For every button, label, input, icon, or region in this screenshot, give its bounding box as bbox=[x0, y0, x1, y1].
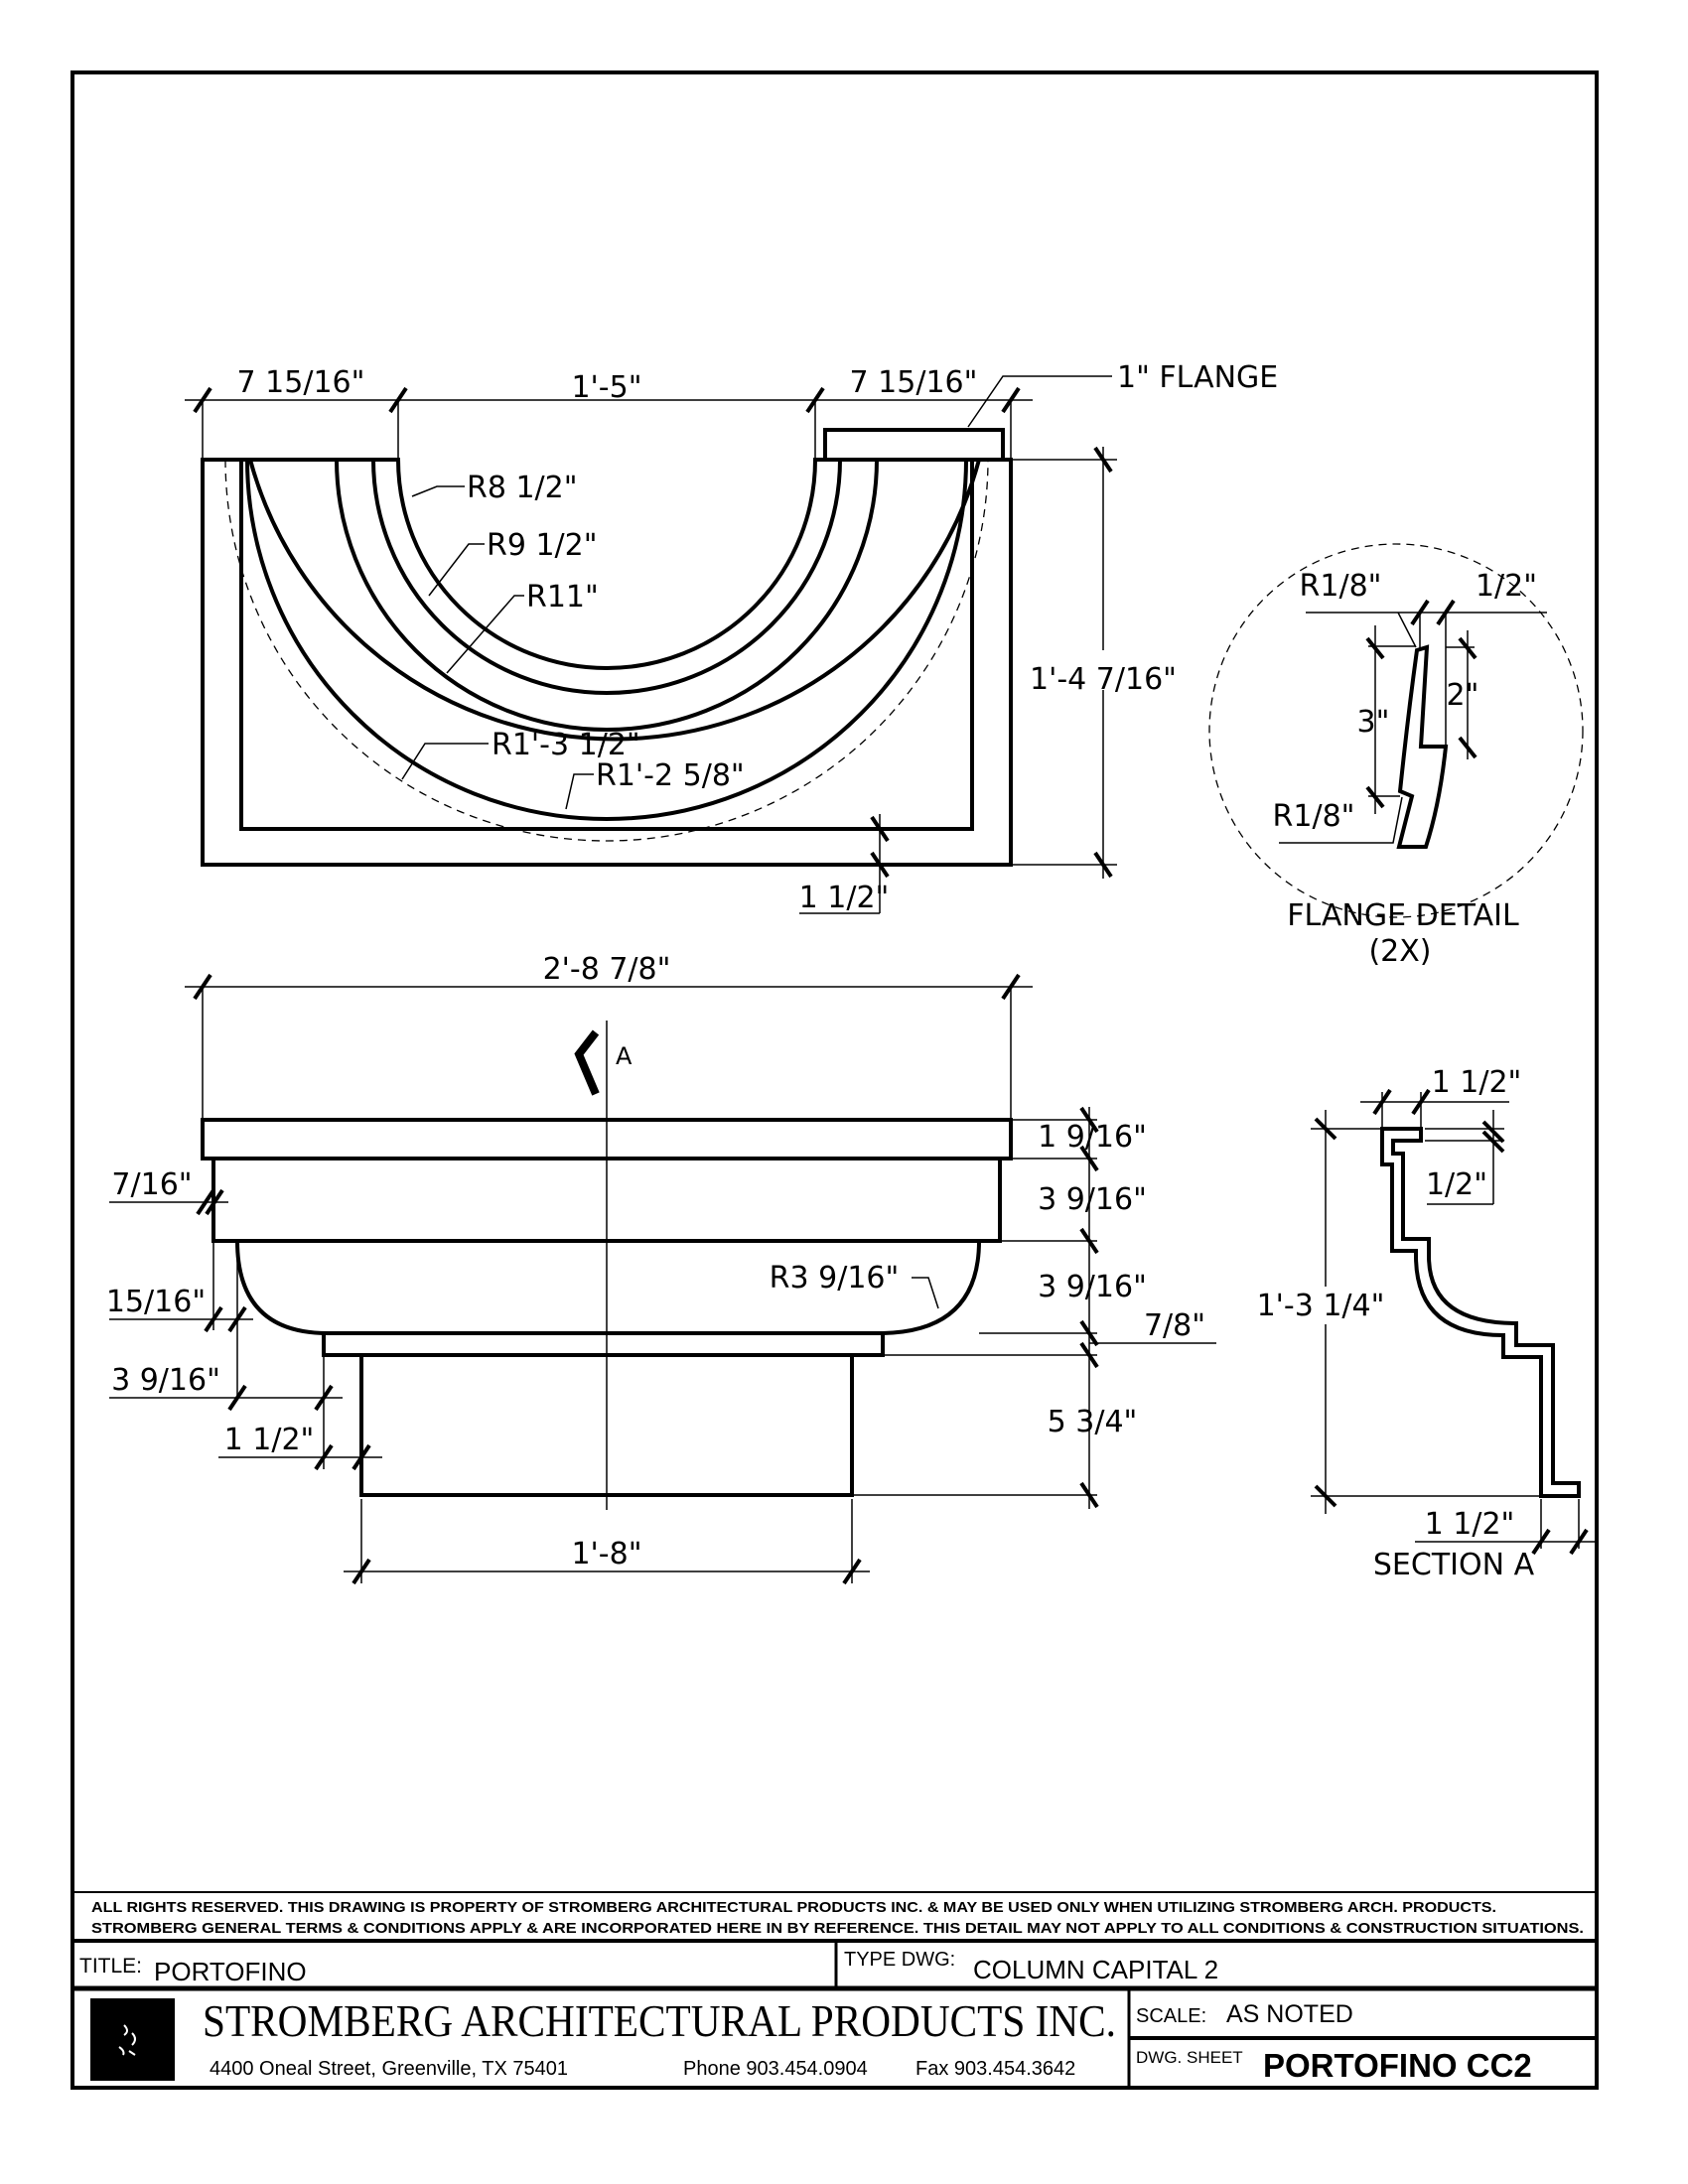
flange-note: 1" FLANGE bbox=[1117, 360, 1278, 395]
section-lip: 1/2" bbox=[1426, 1167, 1487, 1202]
flange-h3: 3" bbox=[1357, 705, 1390, 740]
upper-band bbox=[211, 1157, 1002, 1243]
flange-h2: 2" bbox=[1447, 678, 1479, 713]
dim-band: 3 9/16" bbox=[1038, 1182, 1147, 1217]
dim-left-4: 1 1/2" bbox=[224, 1423, 315, 1457]
shaft-top bbox=[359, 1353, 854, 1497]
base-width: 1'-8" bbox=[571, 1537, 641, 1571]
plan-wall: 1 1/2" bbox=[799, 881, 890, 915]
scale-value: AS NOTED bbox=[1226, 2000, 1353, 2028]
flange-r-top: R1/8" bbox=[1300, 569, 1382, 604]
section-title: SECTION A bbox=[1373, 1548, 1535, 1582]
dim-shaft: 5 3/4" bbox=[1048, 1405, 1138, 1439]
flange-rect bbox=[823, 428, 1005, 462]
sheet-value: PORTOFINO CC2 bbox=[1263, 2047, 1532, 2084]
title-value: PORTOFINO bbox=[154, 1957, 307, 1986]
dim-abacus: 1 9/16" bbox=[1038, 1120, 1147, 1155]
arc-r1-2-5-8 bbox=[245, 459, 968, 821]
dim-left-2: 15/16" bbox=[106, 1285, 206, 1319]
section-top-width: 1 1/2" bbox=[1432, 1065, 1522, 1100]
bowl-radius: R3 9/16" bbox=[770, 1261, 900, 1296]
radius-r9-5: R9 1/2" bbox=[487, 528, 598, 563]
radius-r1-3-5: R1'-3 1/2" bbox=[492, 728, 640, 762]
company-name: STROMBERG ARCHITECTURAL PRODUCTS INC. bbox=[203, 1995, 1116, 2046]
arc-r9-5 bbox=[371, 459, 842, 695]
plan-inner-rect bbox=[239, 460, 974, 831]
company-phone: Phone 903.454.0904 bbox=[683, 2058, 868, 2080]
dim-astragal: 7/8" bbox=[1144, 1308, 1205, 1343]
elevation-view: 2'-8 7/8" A 1 9/16" 3 9/16" 3 9/16" 7/8"… bbox=[106, 952, 1216, 1585]
arc-r1-3-1-2 bbox=[248, 460, 981, 742]
flange-width: 1/2" bbox=[1476, 569, 1537, 604]
flange-r-bottom: R1/8" bbox=[1273, 799, 1355, 834]
company-logo bbox=[90, 1998, 175, 2081]
astragal bbox=[322, 1331, 885, 1357]
scale-label: SCALE: bbox=[1136, 2005, 1206, 2027]
flange-detail-scale: (2X) bbox=[1368, 934, 1431, 969]
dim-right-width: 7 15/16" bbox=[850, 365, 978, 400]
overall-width: 2'-8 7/8" bbox=[543, 952, 671, 987]
plan-outline bbox=[201, 458, 1013, 867]
dim-bowl: 3 9/16" bbox=[1038, 1270, 1147, 1304]
radius-r1-2-5-8: R1'-2 5/8" bbox=[596, 758, 745, 793]
arc-hidden bbox=[224, 459, 989, 842]
type-value: COLUMN CAPITAL 2 bbox=[973, 1955, 1218, 1984]
plan-view: 7 15/16" 1'-5" 7 15/16" 1" FLANGE R8 1/2… bbox=[185, 360, 1278, 915]
dim-left-3: 3 9/16" bbox=[111, 1363, 220, 1398]
type-label: TYPE DWG: bbox=[844, 1949, 955, 1971]
rights-line-2: STROMBERG GENERAL TERMS & CONDITIONS APP… bbox=[91, 1920, 1584, 1937]
section-arrow-icon bbox=[574, 1029, 600, 1096]
plan-height: 1'-4 7/16" bbox=[1030, 662, 1177, 697]
arc-r11 bbox=[335, 459, 879, 732]
dim-left-1: 7/16" bbox=[111, 1167, 192, 1202]
company-fax: Fax 903.454.3642 bbox=[915, 2058, 1075, 2080]
section-height: 1'-3 1/4" bbox=[1257, 1289, 1385, 1323]
radius-r8-5: R8 1/2" bbox=[467, 471, 578, 505]
dim-left-width: 7 15/16" bbox=[237, 365, 365, 400]
sheet-label: DWG. SHEET bbox=[1136, 2048, 1243, 2067]
title-block: ALL RIGHTS RESERVED. THIS DRAWING IS PRO… bbox=[72, 1891, 1597, 2088]
radius-r11: R11" bbox=[526, 580, 599, 614]
title-label: TITLE: bbox=[79, 1955, 142, 1978]
company-address: 4400 Oneal Street, Greenville, TX 75401 bbox=[210, 2058, 568, 2080]
flange-detail-title: FLANGE DETAIL bbox=[1287, 898, 1519, 933]
rights-line-1: ALL RIGHTS RESERVED. THIS DRAWING IS PRO… bbox=[91, 1899, 1496, 1916]
section-bottom-width: 1 1/2" bbox=[1425, 1507, 1515, 1542]
sheet-border bbox=[70, 70, 1599, 2090]
dim-middle-width: 1'-5" bbox=[571, 370, 641, 405]
section-mark: A bbox=[616, 1042, 633, 1070]
section-a: 1'-3 1/4" 1 1/2" 1/2" 1 1/2" SECTION A bbox=[1241, 1065, 1599, 1582]
flange-detail: R1/8" 1/2" 3" 2" R1/8" FLANGE DETAIL (2X… bbox=[1208, 543, 1584, 969]
